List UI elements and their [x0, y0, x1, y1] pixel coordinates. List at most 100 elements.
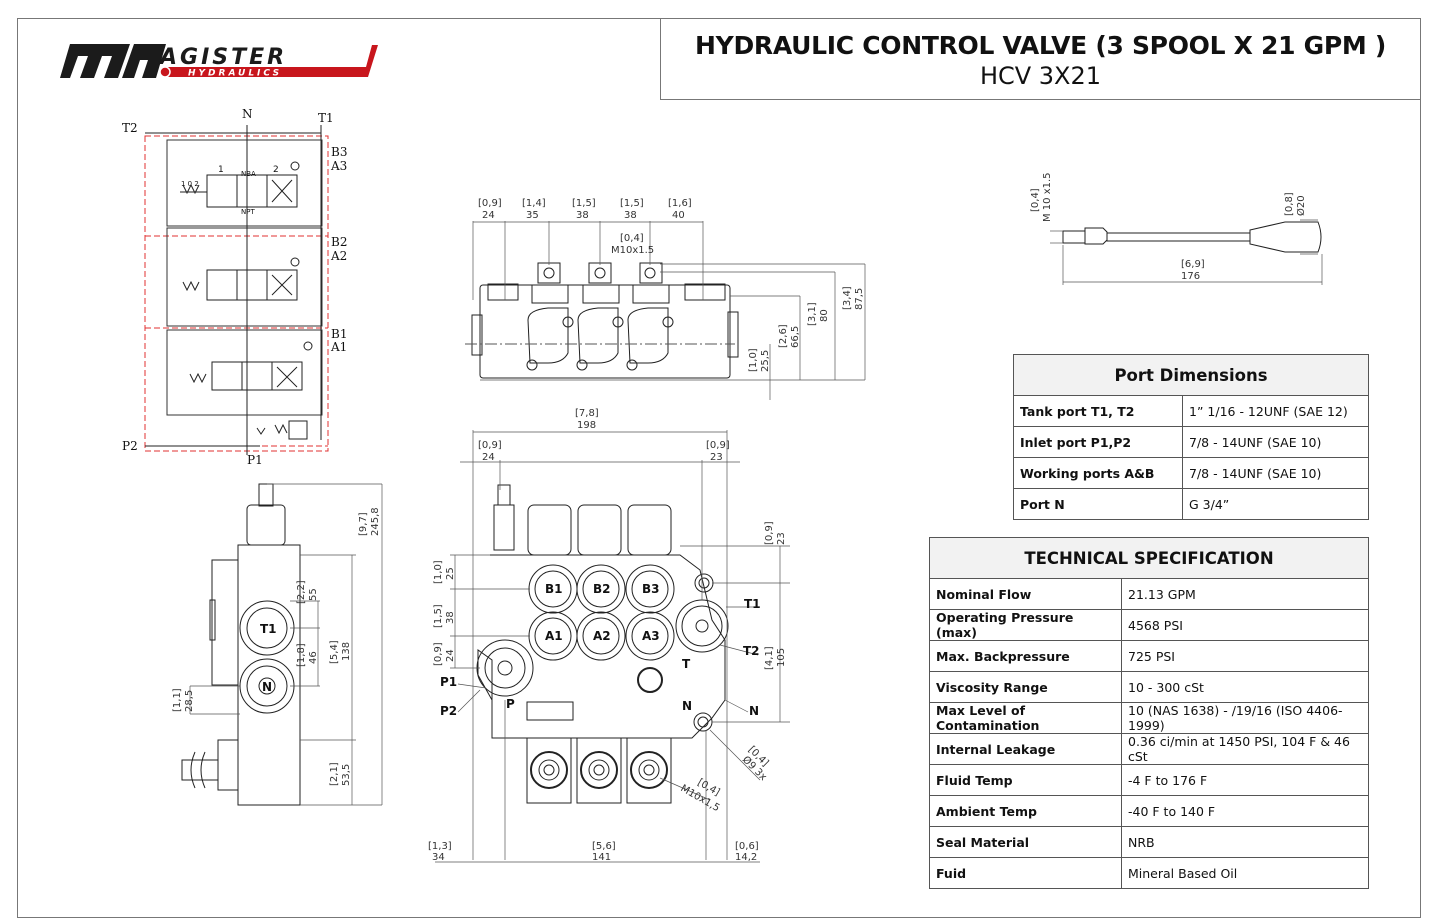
side-d535-in: [2,1] [329, 762, 340, 786]
side-d55-mm: 55 [308, 588, 319, 601]
side-d285-in: [1,1] [172, 688, 183, 712]
front-lt-mm: 24 [482, 452, 495, 463]
port-label-t1: T1 [318, 111, 334, 125]
row-label: Fuid [929, 857, 1122, 889]
spool-end-caps [526, 737, 672, 804]
side-d46-in: [1,8] [296, 643, 307, 667]
front-b34-in: [1,3] [428, 841, 452, 852]
body-mark-n: N [682, 699, 692, 713]
row-label: Max. Backpressure [929, 640, 1122, 672]
port-b2: B2 [593, 582, 611, 596]
row-value: 0.36 ci/min at 1450 PSI, 104 F & 46 cSt [1121, 733, 1369, 765]
front-b34-mm: 34 [432, 852, 445, 863]
lever-thread-mm: M 10 x1.5 [1042, 172, 1053, 222]
front-rt-in: [0,9] [706, 440, 730, 451]
spool-bosses [526, 262, 674, 371]
top-h-mm-1: 25,5 [760, 350, 771, 372]
port-label-b1: B1 [331, 327, 347, 341]
top-h-in-1: [1,0] [748, 348, 759, 372]
table-row: Fluid Temp-4 F to 176 F [929, 764, 1369, 796]
spool-pos-2: 2 [273, 165, 279, 175]
port-label-n: N [242, 107, 253, 121]
port-label-b2: B2 [331, 235, 347, 249]
front-r23-mm: 23 [776, 532, 787, 545]
front-view: B1 B2 B3 A1 A2 A3 T1 T2 P1 P2 N T P N [7… [428, 408, 790, 863]
spool-pos-1: 1 [218, 165, 224, 175]
port-b3: B3 [642, 582, 660, 596]
front-b142-mm: 14,2 [735, 852, 757, 863]
front-r105-mm: 105 [776, 648, 787, 667]
top-dim-in-5: [1,6] [668, 198, 692, 209]
spool-symbol-2 [182, 257, 300, 301]
technical-specification-title: TECHNICAL SPECIFICATION [929, 537, 1369, 579]
port-label-a2: A2 [330, 249, 347, 263]
top-thread-in: [0,4] [620, 233, 644, 244]
top-h-mm-4: 87,5 [854, 288, 865, 310]
front-b142-in: [0,6] [735, 841, 759, 852]
port-label-p2: P2 [122, 439, 138, 453]
title-block: HYDRAULIC CONTROL VALVE (3 SPOOL X 21 GP… [660, 18, 1421, 100]
table-row: Operating Pressure (max)4568 PSI [929, 609, 1369, 641]
front-overall-in: [7,8] [575, 408, 599, 419]
row-label: Port N [1013, 488, 1183, 520]
lever-drawing: [0,4] M 10 x1.5 [0,8] Ø20 [6,9] 176 [1030, 172, 1323, 285]
port-a1: A1 [545, 629, 563, 643]
row-value: -4 F to 176 F [1121, 764, 1369, 796]
hydraulic-schematic: T2 N T1 B3 A3 B2 A2 B1 A1 P2 P1 1 2 1 0 … [122, 107, 347, 467]
top-dim-mm-5: 40 [672, 210, 685, 221]
top-dim-mm-3: 38 [576, 210, 589, 221]
row-label: Internal Leakage [929, 733, 1122, 765]
top-dim-mm-1: 24 [482, 210, 495, 221]
spool-symbol-3 [180, 161, 300, 208]
top-h-mm-2: 66,5 [790, 326, 801, 348]
top-h-in-4: [3,4] [842, 286, 853, 310]
port-n: N [749, 704, 759, 718]
lever-length-mm: 176 [1181, 271, 1200, 282]
spool-ports-nba: NBA [241, 170, 256, 178]
row-value: 4568 PSI [1121, 609, 1369, 641]
port-label-t2: T2 [122, 121, 138, 135]
row-value: 1” 1/16 - 12UNF (SAE 12) [1182, 395, 1369, 427]
row-label: Nominal Flow [929, 578, 1122, 610]
row-value: 10 (NAS 1638) - /19/16 (ISO 4406-1999) [1121, 702, 1369, 734]
front-overall-mm: 198 [577, 420, 596, 431]
side-port-t1: T1 [260, 622, 277, 636]
port-b1: B1 [545, 582, 563, 596]
svg-text:AGISTER: AGISTER [158, 45, 287, 70]
top-dim-in-1: [0,9] [478, 198, 502, 209]
row-value: 21.13 GPM [1121, 578, 1369, 610]
front-b141-mm: 141 [592, 852, 611, 863]
top-thread-mm: M10x1.5 [611, 245, 654, 256]
row-value: G 3/4” [1182, 488, 1369, 520]
front-l25-in: [1,0] [433, 560, 444, 584]
row-label: Working ports A&B [1013, 457, 1183, 489]
row-label: Tank port T1, T2 [1013, 395, 1183, 427]
row-value: 10 - 300 cSt [1121, 671, 1369, 703]
body-mark-p: P [506, 697, 515, 711]
top-dim-in-4: [1,5] [620, 198, 644, 209]
side-d138-mm: 138 [341, 642, 352, 661]
body-mark-t: T [682, 657, 691, 671]
row-value: NRB [1121, 826, 1369, 858]
top-view: [0,9] 24 [1,4] 35 [1,5] 38 [1,5] 38 [1,6… [465, 198, 866, 400]
top-dim-mm-2: 35 [526, 210, 539, 221]
spool-ports-npt: NPT [241, 208, 255, 216]
port-t1: T1 [744, 597, 761, 611]
side-port-n: N [262, 680, 272, 694]
work-port-circles [528, 564, 675, 661]
lever-thread-in: [0,4] [1030, 188, 1041, 212]
magister-logo: AGISTER HYDRAULICS [60, 44, 378, 79]
front-l38-in: [1,5] [433, 604, 444, 628]
top-dim-in-2: [1,4] [522, 198, 546, 209]
row-label: Seal Material [929, 826, 1122, 858]
row-label: Inlet port P1,P2 [1013, 426, 1183, 458]
front-r105-in: [4,1] [764, 646, 775, 670]
top-dim-mm-4: 38 [624, 210, 637, 221]
